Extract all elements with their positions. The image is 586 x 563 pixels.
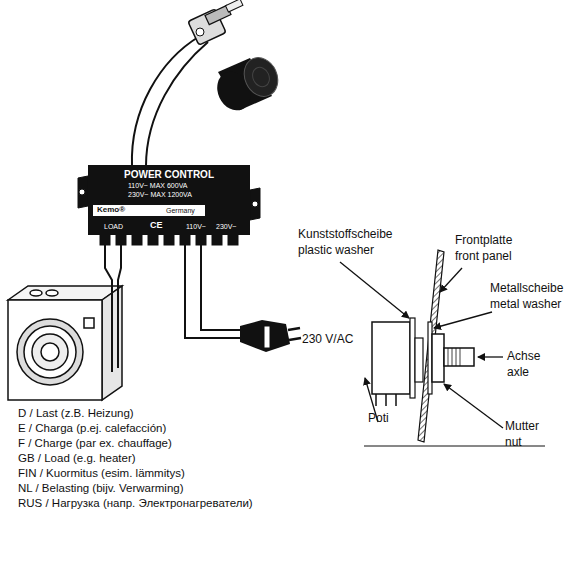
plug-symbol [240,320,301,352]
voltage-label: 230 V/AC [302,333,353,346]
ce-mark: CE [150,221,163,231]
mounting-detail [364,250,545,446]
heater-symbol [8,286,122,400]
part-name: Kunststoffscheibe [298,228,393,241]
rating-text: 230V~ MAX 1200VA [128,191,192,199]
brand-text: Kemo® [97,206,125,215]
module-box: POWER CONTROL 110V~ MAX 600VA230V~ MAX 12… [88,165,250,235]
part-name: axle [507,366,529,379]
load-caption: RUS / Нагрузка (напр. Электронагреватели… [18,497,253,510]
part-name: Poti [368,412,389,425]
part-name: Achse [507,350,540,363]
origin-text: Germany [166,207,195,215]
part-name: Mutter [505,420,539,433]
leader-lines [340,262,503,428]
load-caption: GB / Load (e.g. heater) [18,452,136,465]
part-name: plastic washer [298,244,374,257]
terminal-label: 230V~ [216,223,236,231]
part-name: nut [505,436,522,449]
module-title: POWER CONTROL [88,169,250,180]
load-caption: E / Charga (p.ej. calefacción) [18,422,166,435]
part-name: front panel [455,250,512,263]
load-caption: D / Last (z.B. Heizung) [18,407,134,420]
load-caption: F / Charge (par ex. chauffage) [18,437,172,450]
rating-text: 110V~ MAX 600VA [128,182,187,190]
terminal-label: 110V~ [186,223,206,231]
terminal-label: LOAD [104,223,123,231]
load-caption: FIN / Kuormitus (esim. lämmitys) [18,467,185,480]
part-name: Frontplatte [455,234,512,247]
part-name: Metallscheibe [490,282,563,295]
mains-wires [185,245,242,338]
knob-symbol [211,52,284,116]
part-name: metal washer [490,298,561,311]
potentiometer-symbol [188,0,243,45]
load-wires [105,245,121,372]
pot-wires [132,36,208,166]
load-caption: NL / Belasting (bijv. Verwarming) [18,482,184,495]
